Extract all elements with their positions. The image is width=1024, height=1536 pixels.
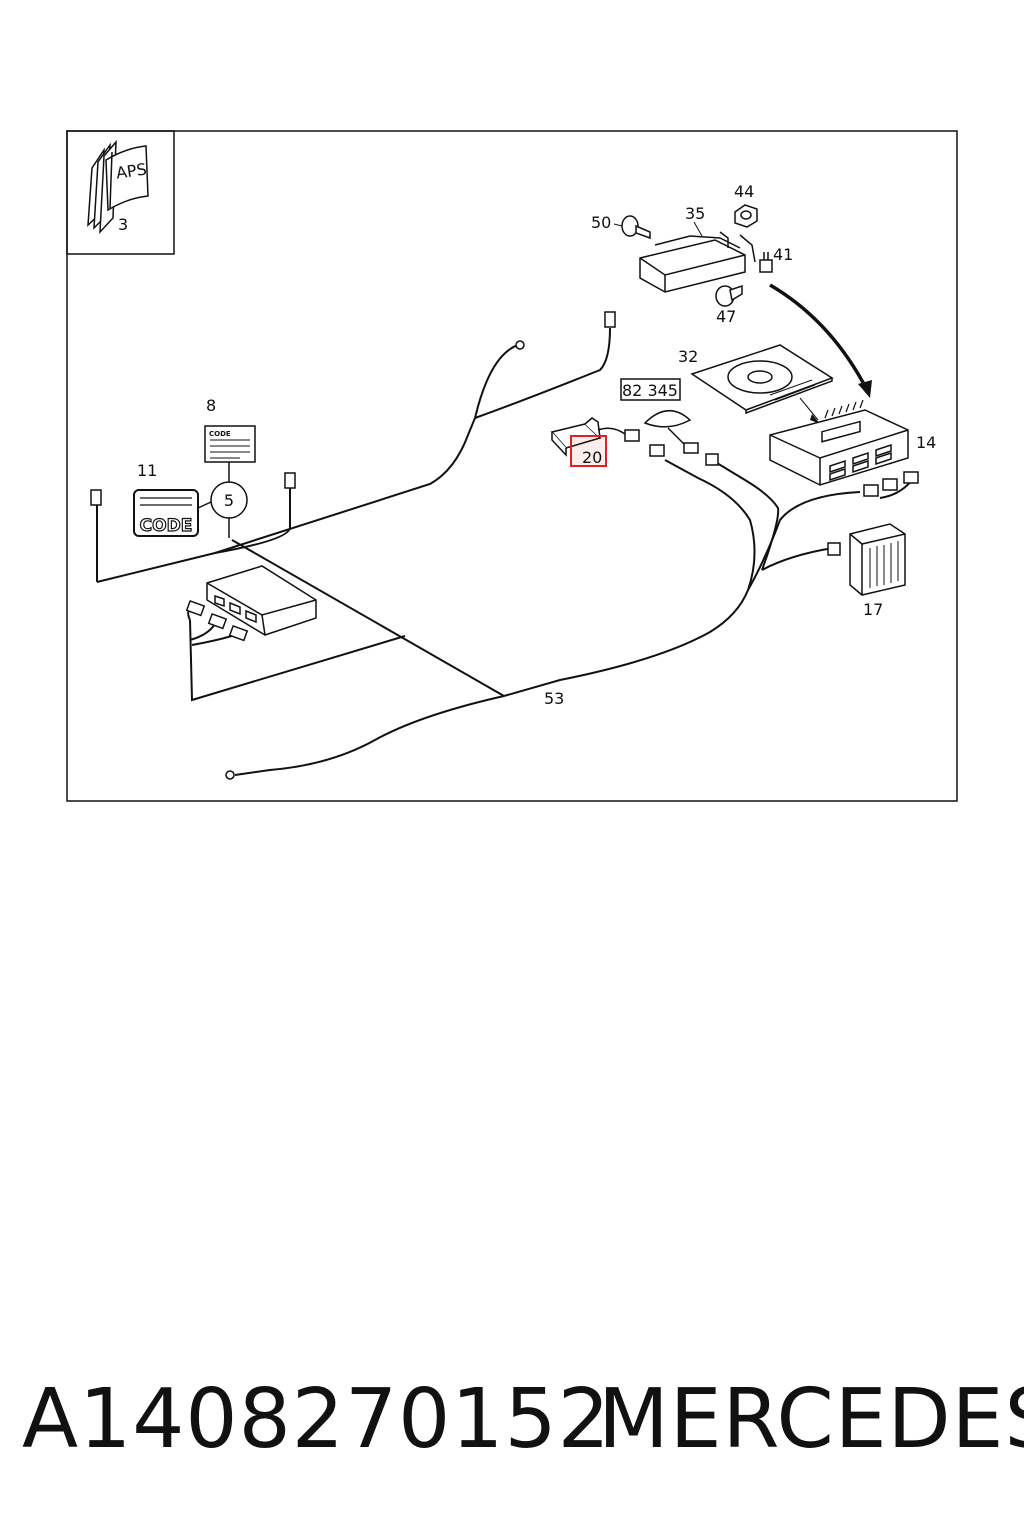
- control-module: [206, 565, 317, 636]
- code-badge-text: CODE: [140, 516, 193, 536]
- group-5-links: [197, 462, 230, 538]
- code-card-text: CODE: [209, 430, 231, 438]
- callout-11: 11: [137, 461, 157, 480]
- callout-82345: 82 345: [622, 381, 678, 400]
- ref-box-82345: [620, 378, 681, 401]
- antenna-dome: [643, 410, 699, 454]
- callout-17: 17: [863, 600, 883, 619]
- leader-35: [693, 221, 703, 237]
- wiring-harness: [96, 327, 913, 776]
- callout-41: 41: [773, 245, 793, 264]
- ring-terminal-bottom: [225, 770, 235, 780]
- highlight-box-20[interactable]: [570, 435, 607, 467]
- screw-47-icon: [715, 284, 743, 307]
- callout-47: 47: [716, 307, 736, 326]
- book-label: APS: [115, 159, 148, 182]
- callout-14: 14: [916, 433, 936, 452]
- clip-41-icon: [759, 252, 773, 273]
- callout-5: 5: [224, 491, 234, 510]
- footer: A1408270152 MERCEDES: [0, 1370, 1024, 1470]
- parts-diagram: APS 3: [66, 130, 958, 802]
- nut-44-icon: [734, 204, 758, 228]
- callout-3: 3: [118, 215, 128, 234]
- plug-connectors: [90, 311, 919, 642]
- callout-50: 50: [591, 213, 611, 232]
- code-badge-11: [133, 489, 199, 537]
- radio-heatsink-fins: [824, 399, 864, 419]
- callout-32: 32: [678, 347, 698, 366]
- manual-inset-box: [66, 130, 175, 255]
- ring-terminal-top: [515, 340, 525, 350]
- cd-plate-32: [690, 344, 834, 415]
- callout-53: 53: [544, 689, 564, 708]
- part-number: A1408270152: [22, 1372, 611, 1467]
- code-card-8: [204, 425, 256, 463]
- leader-50: [613, 223, 623, 227]
- amplifier-17: [849, 523, 906, 596]
- screw-50-icon: [621, 215, 651, 240]
- bracket-35: [639, 231, 756, 293]
- install-arrow-head: [858, 380, 872, 398]
- callout-circle-5: [210, 481, 248, 519]
- radio-unit-14: [769, 409, 909, 486]
- brand-name: MERCEDES: [598, 1372, 1024, 1467]
- callout-8: 8: [206, 396, 216, 415]
- callout-35: 35: [685, 204, 705, 223]
- diagram-frame: [66, 130, 958, 802]
- leader-32: [799, 397, 819, 421]
- manual-book-icon: APS: [87, 139, 149, 235]
- install-arrow: [769, 283, 868, 389]
- callout-20[interactable]: 20: [582, 448, 602, 467]
- callout-44: 44: [734, 182, 754, 201]
